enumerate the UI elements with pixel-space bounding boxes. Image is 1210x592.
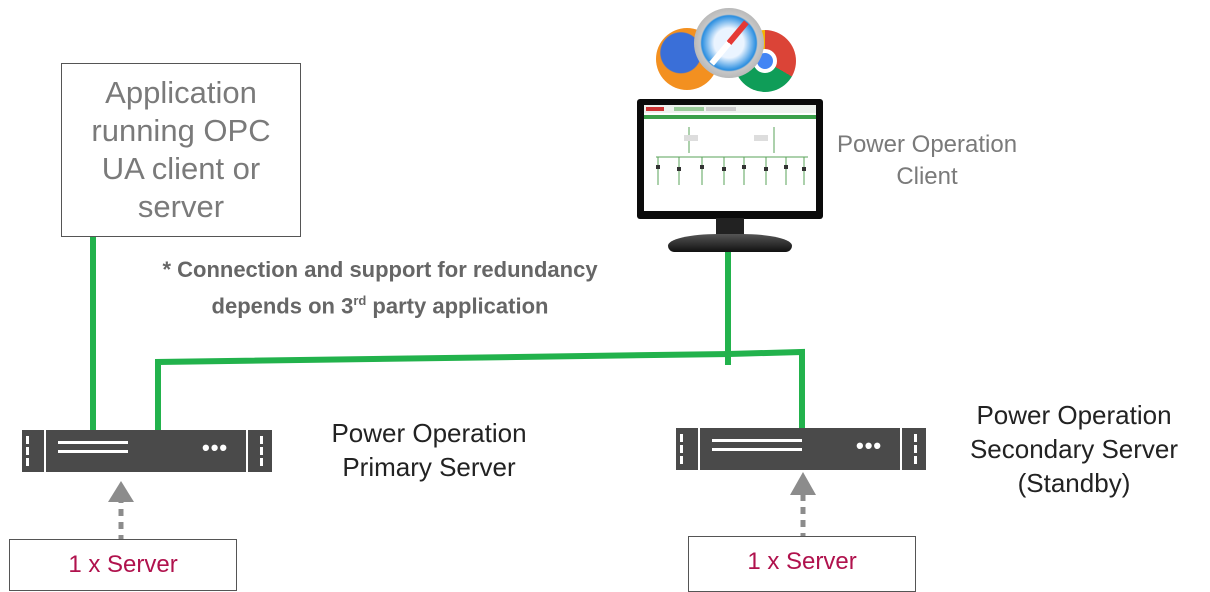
secondary-server-count-label: 1 x Server — [747, 548, 857, 575]
client-monitor — [637, 99, 823, 219]
opc-application-box: Application running OPC UA client or ser… — [61, 63, 301, 237]
secondary-server-label: Power Operation Secondary Server (Standb… — [969, 400, 1179, 498]
primary-server-rack-icon: ••• — [22, 430, 272, 472]
primary-arrow-head-icon — [108, 481, 134, 502]
secondary-arrow-head-icon — [790, 472, 816, 495]
primary-server-label: Power Operation Primary Server — [331, 418, 527, 482]
safari-icon — [694, 8, 764, 78]
one-line-diagram-thumbnail — [644, 105, 816, 185]
monitor-screen — [644, 105, 816, 211]
primary-server-count-label: 1 x Server — [68, 551, 178, 578]
primary-uplink — [155, 350, 732, 433]
monitor-stand-neck — [716, 218, 744, 236]
note-line-1: * Connection and support for redundancy — [162, 257, 598, 282]
secondary-server-count-box: 1 x Server — [688, 536, 916, 592]
secondary-server-rack-icon: ••• — [676, 428, 926, 470]
opc-application-label: Application running OPC UA client or ser… — [91, 75, 271, 224]
redundancy-note: * Connection and support for redundancy … — [60, 254, 700, 321]
primary-server-count-box: 1 x Server — [9, 539, 237, 591]
client-label: Power Operation Client — [836, 131, 1018, 190]
bus-to-secondary — [724, 348, 805, 433]
note-line-2: depends on 3rd party application — [211, 293, 549, 319]
monitor-stand-base — [668, 234, 792, 252]
browser-icons — [652, 8, 802, 100]
